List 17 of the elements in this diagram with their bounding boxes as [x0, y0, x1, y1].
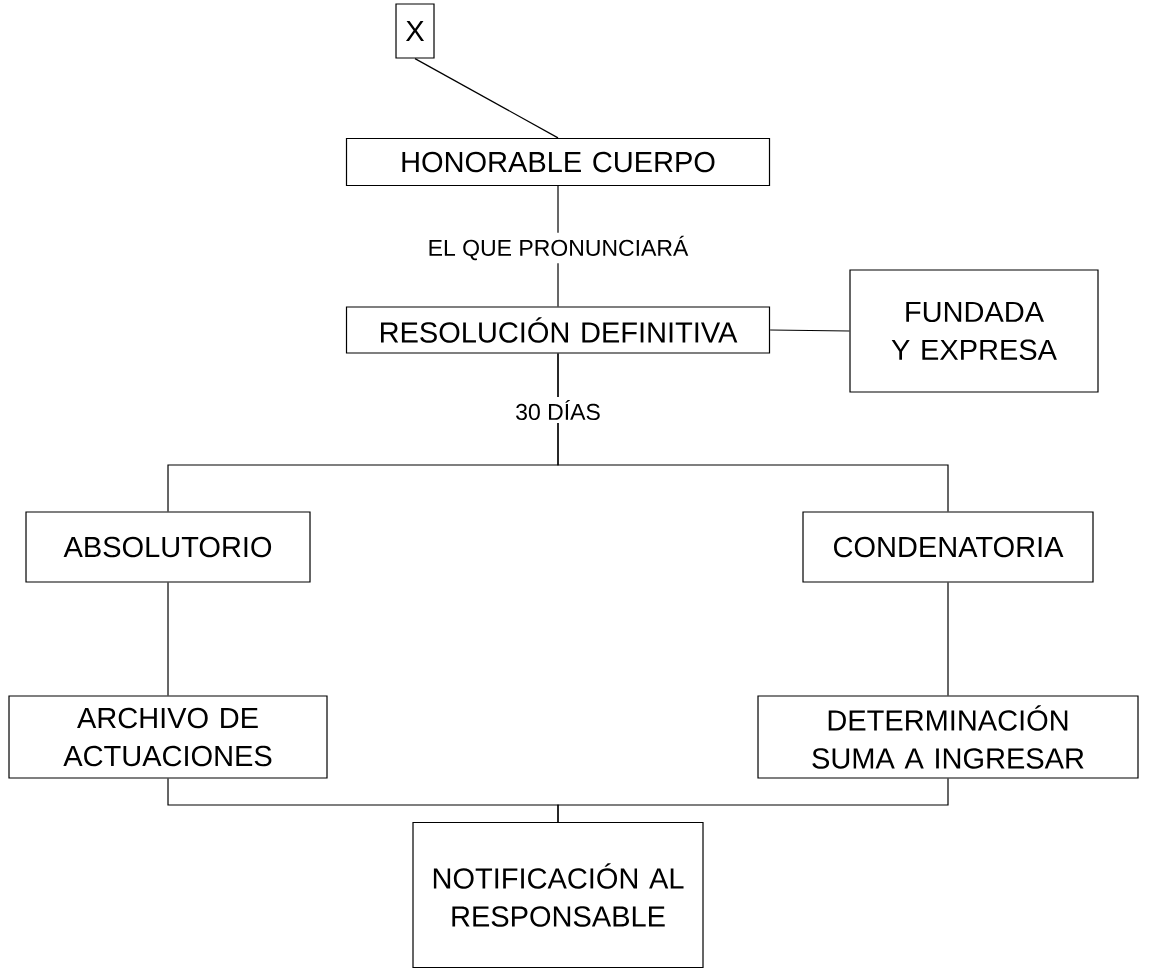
connector-line [167, 582, 169, 696]
process-box: DETERMINACIÓN SUMA A INGRESAR [757, 695, 1139, 779]
process-box: NOTIFICACIÓN AL RESPONSABLE [412, 821, 704, 969]
process-box: ABSOLUTORIO [25, 511, 311, 583]
edge-label: EL QUE PRONUNCIARÁ [424, 232, 692, 264]
process-box: CONDENATORIA [802, 511, 1094, 583]
process-box: X [395, 3, 435, 59]
process-box: HONORABLE CUERPO [345, 137, 771, 187]
connector-line [414, 58, 559, 139]
connector-line [557, 353, 949, 512]
process-box: FUNDADA Y EXPRESA [849, 269, 1099, 393]
process-box: ARCHIVO DE ACTUACIONES [8, 695, 328, 779]
process-box: RESOLUCIÓN DEFINITIVA [345, 306, 771, 354]
connector-line [557, 778, 949, 823]
connector-line [947, 582, 949, 696]
edge-label: 30 DÍAS [512, 396, 604, 424]
connector-line [769, 329, 850, 332]
